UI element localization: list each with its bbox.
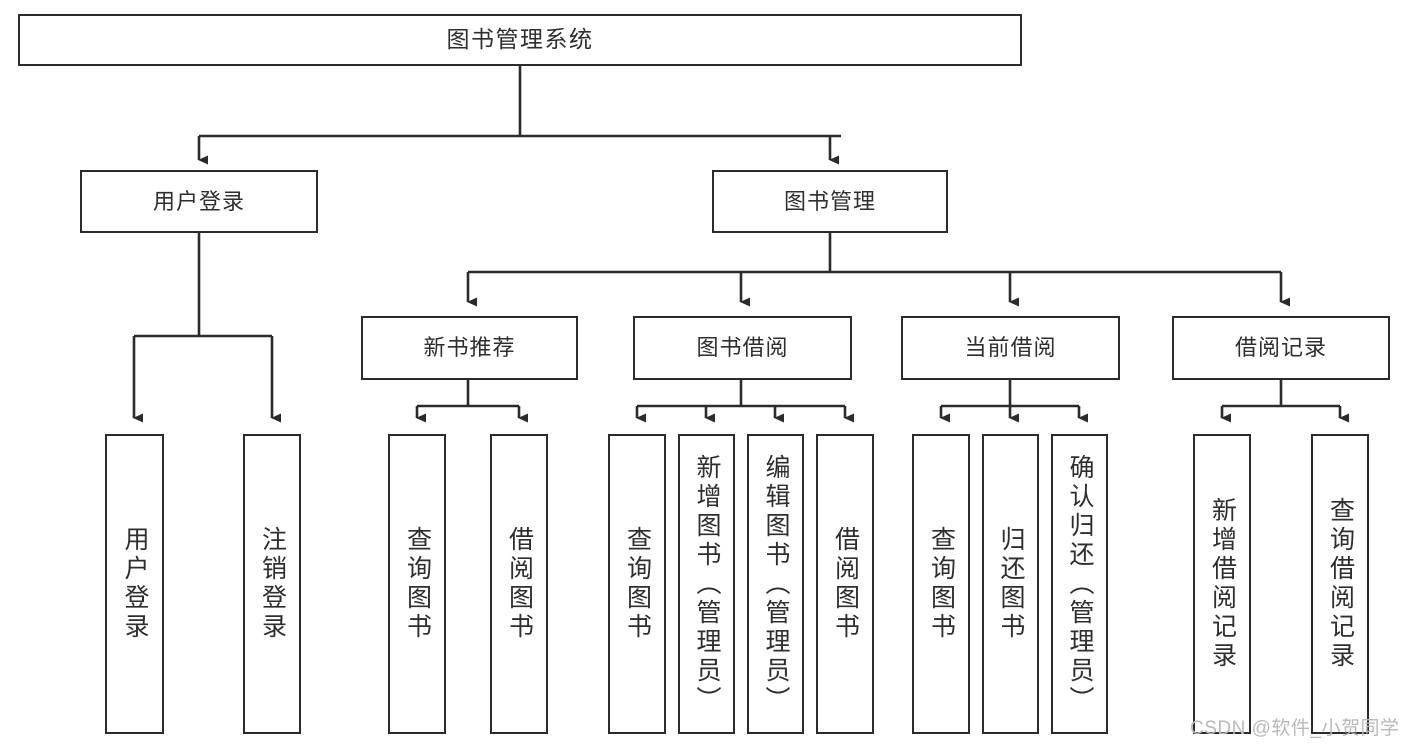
csdn-watermark: CSDN @软件_小贺同学: [1190, 718, 1400, 739]
node-leaf-query-book-3[interactable]: 查询图书: [912, 434, 970, 734]
node-label: 当前借阅: [964, 335, 1057, 361]
node-root-system[interactable]: 图书管理系统: [18, 14, 1022, 66]
node-book-manage[interactable]: 图书管理: [712, 170, 948, 233]
node-label: 图书管理系统: [446, 26, 594, 53]
node-label: 图书借阅: [696, 335, 789, 361]
node-leaf-add-book[interactable]: 新增图书（管理员）: [678, 434, 735, 734]
node-label: 编辑图书（管理员）: [762, 453, 790, 715]
node-label: 确认归还（管理员）: [1066, 453, 1094, 715]
node-label: 借阅记录: [1234, 335, 1327, 361]
node-label: 查询图书: [403, 526, 432, 642]
node-leaf-query-book-1[interactable]: 查询图书: [388, 434, 446, 734]
node-leaf-add-record[interactable]: 新增借阅记录: [1193, 434, 1251, 734]
node-label: 新书推荐: [423, 335, 516, 361]
node-book-borrow[interactable]: 图书借阅: [633, 316, 852, 380]
node-label: 图书管理: [783, 188, 876, 214]
node-leaf-query-book-2[interactable]: 查询图书: [608, 434, 666, 734]
node-leaf-confirm-return[interactable]: 确认归还（管理员）: [1051, 434, 1108, 734]
node-new-book-recommend[interactable]: 新书推荐: [361, 316, 578, 380]
node-label: 查询借阅记录: [1326, 497, 1355, 671]
node-label: 注销登录: [258, 526, 287, 642]
node-leaf-query-record[interactable]: 查询借阅记录: [1311, 434, 1369, 734]
node-label: 借阅图书: [831, 526, 860, 642]
node-current-borrow[interactable]: 当前借阅: [901, 316, 1120, 380]
node-borrow-record[interactable]: 借阅记录: [1172, 316, 1390, 380]
node-leaf-return-book[interactable]: 归还图书: [982, 434, 1039, 734]
node-leaf-borrow-book-1[interactable]: 借阅图书: [490, 434, 548, 734]
node-label: 借阅图书: [505, 526, 534, 642]
node-leaf-user-login[interactable]: 用户登录: [105, 434, 164, 734]
node-leaf-logout-login[interactable]: 注销登录: [243, 434, 301, 734]
node-label: 用户登录: [121, 526, 149, 642]
node-label: 查询图书: [927, 526, 956, 642]
node-label: 新增借阅记录: [1208, 497, 1237, 671]
node-user-login[interactable]: 用户登录: [80, 170, 318, 233]
node-leaf-edit-book[interactable]: 编辑图书（管理员）: [747, 434, 804, 734]
node-label: 归还图书: [997, 526, 1025, 642]
node-label: 用户登录: [152, 188, 245, 214]
node-leaf-borrow-book-2[interactable]: 借阅图书: [816, 434, 874, 734]
node-label: 新增图书（管理员）: [693, 453, 721, 715]
node-label: 查询图书: [623, 526, 652, 642]
